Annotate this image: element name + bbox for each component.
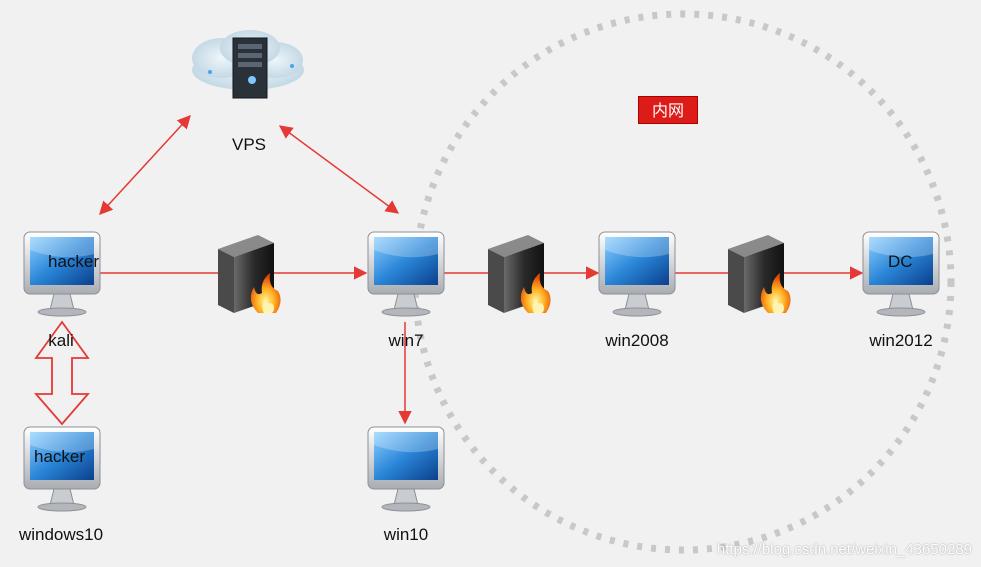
win10-label: win10: [383, 525, 429, 544]
arrow-kali-vps: [99, 115, 191, 215]
win2008-computer-icon: [598, 231, 676, 317]
win2012-computer-icon: [862, 231, 940, 317]
intranet-badge: 内网: [638, 96, 698, 124]
firewall-icon-2: [488, 235, 551, 313]
connections: [99, 115, 864, 425]
firewall-icon-1: [218, 235, 281, 313]
vps-cloud-server-icon: [192, 30, 304, 99]
kali-computer-icon: [23, 231, 101, 317]
windows10-screen-text: hacker: [34, 447, 86, 466]
firewall-icon-3: [728, 235, 791, 313]
win10-computer-icon: [367, 426, 445, 512]
win7-label: win7: [388, 331, 424, 350]
watermark: https://blog.csdn.net/weixin_43650289: [716, 541, 972, 558]
kali-screen-text: hacker: [48, 252, 100, 271]
double-arrow-kali-windows10: [34, 320, 90, 426]
windows10-computer-icon: [23, 426, 101, 512]
kali-label: kali: [48, 331, 74, 350]
win2008-label: win2008: [605, 331, 669, 350]
windows10-label: windows10: [18, 525, 104, 544]
win2012-label: win2012: [869, 331, 933, 350]
vps-label: VPS: [231, 135, 267, 154]
win2012-screen-text: DC: [888, 252, 913, 271]
win7-computer-icon: [367, 231, 445, 317]
arrow-vps-win7: [278, 125, 400, 214]
